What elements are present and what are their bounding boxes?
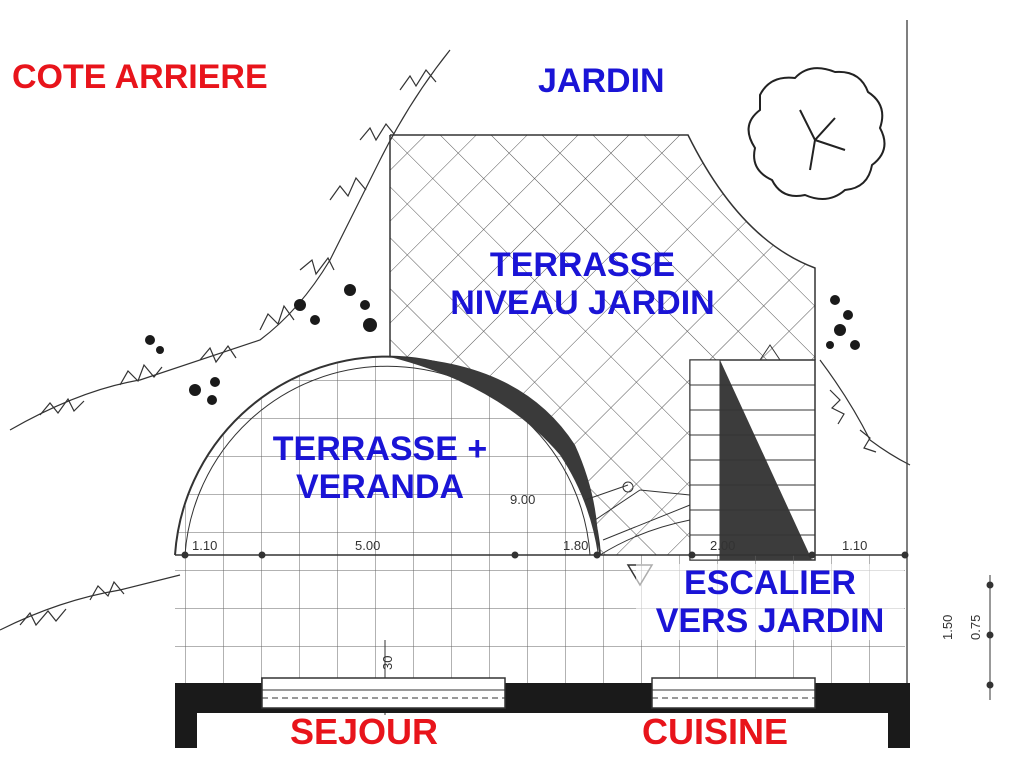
garden-terrace-label: TERRASSE NIVEAU JARDIN [420, 246, 745, 322]
stair-label-line1: ESCALIER [684, 564, 856, 602]
garden-label: JARDIN [538, 62, 665, 100]
kitchen-label: CUISINE [642, 711, 789, 752]
tree-icon [747, 67, 886, 200]
veranda-label-line2: VERANDA [295, 468, 465, 507]
stair-label-line2: VERS JARDIN [655, 602, 885, 641]
veranda-label-line1: TERRASSE + [272, 430, 488, 468]
side-label: COTE ARRIERE [12, 58, 268, 96]
veranda-label: TERRASSE + VERANDA [255, 430, 505, 506]
garden-terrace-label-line2: NIVEAU JARDIN [450, 284, 715, 323]
dim-4: 2.00 [710, 538, 735, 553]
vegetation [0, 49, 911, 631]
dim-wall: 30 [380, 656, 395, 670]
garden-terrace-label-line1: TERRASSE [489, 246, 676, 284]
stair-block [689, 344, 816, 561]
house-wall [175, 677, 910, 748]
dim-side-2: 0.75 [968, 615, 983, 640]
dim-5: 1.10 [842, 538, 867, 553]
stair-label: ESCALIER VERS JARDIN [636, 564, 904, 641]
spiral-stair [584, 481, 691, 556]
living-room-label: SEJOUR [290, 711, 439, 752]
dim-radius: 9.00 [510, 492, 535, 507]
dim-3: 1.80 [563, 538, 588, 553]
shadow-crescent [390, 357, 599, 555]
dim-side-1: 1.50 [940, 615, 955, 640]
dim-2: 5.00 [355, 538, 380, 553]
dimension-line [181, 551, 994, 715]
dim-1: 1.10 [192, 538, 217, 553]
shrub-dots [145, 284, 860, 405]
